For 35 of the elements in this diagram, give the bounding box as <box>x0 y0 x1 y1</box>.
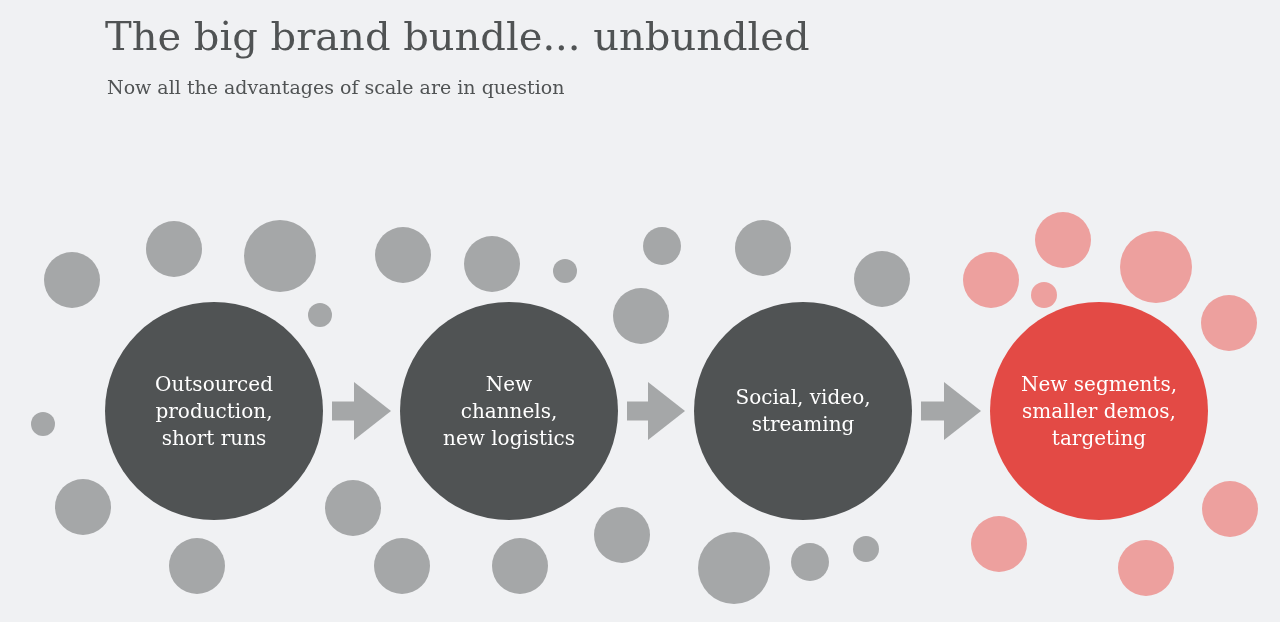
subtitle: Now all the advantages of scale are in question <box>107 75 565 99</box>
bubble <box>1031 282 1057 308</box>
bubble <box>374 538 430 594</box>
bubble <box>146 221 202 277</box>
bubble <box>325 480 381 536</box>
arrow <box>921 382 981 440</box>
step-label: New channels, new logistics <box>442 370 576 452</box>
title: The big brand bundle... unbundled <box>105 12 810 60</box>
bubble <box>44 252 100 308</box>
bubble <box>594 507 650 563</box>
bubble <box>55 479 111 535</box>
bubble <box>971 516 1027 572</box>
bubble <box>1118 540 1174 596</box>
bubble <box>735 220 791 276</box>
step-label: New segments, smaller demos, targeting <box>1019 370 1179 452</box>
bubble <box>643 227 681 265</box>
bubble <box>854 251 910 307</box>
bubble <box>963 252 1019 308</box>
bubble <box>553 259 577 283</box>
bubble <box>492 538 548 594</box>
bubble <box>1202 481 1258 537</box>
bubble <box>1035 212 1091 268</box>
bubble <box>169 538 225 594</box>
bubble <box>1201 295 1257 351</box>
bubble <box>31 412 55 436</box>
bubble <box>375 227 431 283</box>
bubble <box>613 288 669 344</box>
bubble <box>464 236 520 292</box>
bubble <box>308 303 332 327</box>
step-label: Outsourced production, short runs <box>154 370 274 452</box>
bubble <box>791 543 829 581</box>
arrow <box>332 382 391 440</box>
arrow <box>627 382 685 440</box>
step-label: Social, video, streaming <box>734 384 872 438</box>
bubble <box>853 536 879 562</box>
